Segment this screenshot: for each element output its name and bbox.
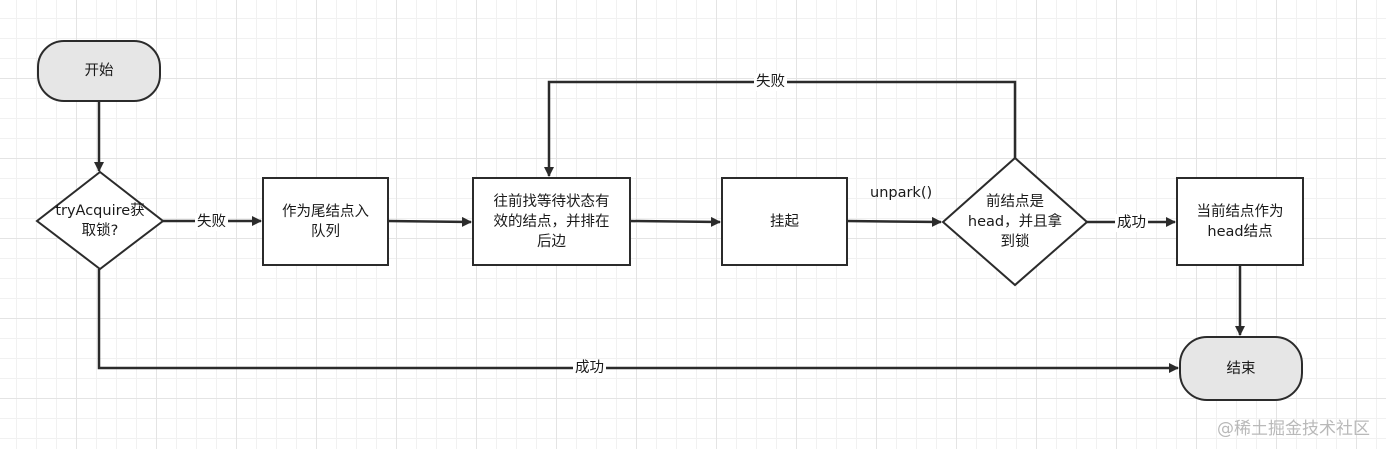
edge-label-try-success: 成功 [573, 359, 606, 377]
find-valid-node-box [472, 177, 631, 266]
edge-find-to-park [629, 216, 721, 227]
park-box [721, 177, 848, 266]
edge-unpark [846, 216, 942, 227]
edge-label-unpark: unpark() [870, 185, 933, 201]
edge-try-success [97, 269, 1179, 373]
edge-label-head-success: 成功 [1115, 214, 1148, 232]
edge-label-try-fail: 失败 [195, 213, 228, 231]
watermark: @稀土掘金技术社区 [1217, 419, 1370, 439]
start-terminal [37, 40, 161, 102]
try-acquire-decision [35, 170, 165, 271]
edge-label-head-fail: 失败 [754, 73, 787, 91]
end-terminal [1179, 336, 1303, 401]
edge-head-fail-loop [544, 80, 1017, 177]
prev-is-head-decision [941, 156, 1089, 287]
set-head-box [1176, 177, 1304, 266]
enqueue-tail-box [262, 177, 389, 266]
edge-enqueue-to-find [387, 216, 472, 227]
